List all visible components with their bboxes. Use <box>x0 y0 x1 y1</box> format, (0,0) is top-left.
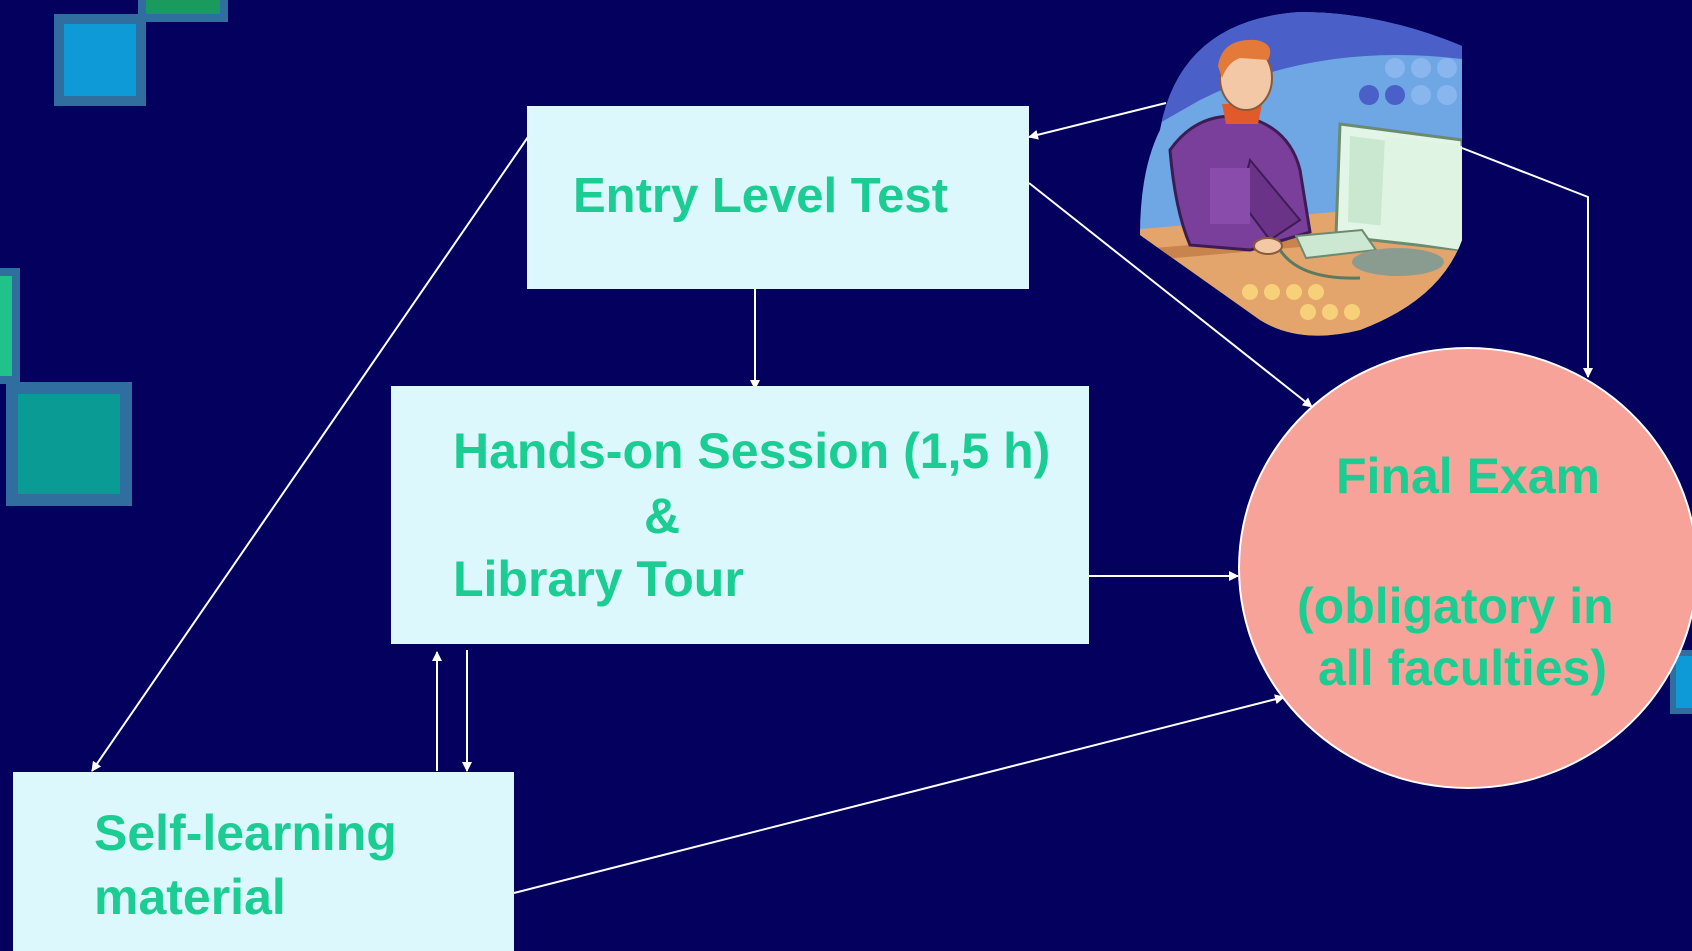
decor-square-green-left <box>0 268 20 384</box>
decor-square-blue <box>54 14 146 106</box>
library-tour-label: Library Tour <box>453 551 744 607</box>
edge-clipart-to-entry-test <box>1028 102 1167 140</box>
decor-square-blue-right <box>1670 650 1692 714</box>
entry-level-test-label: Entry Level Test <box>573 169 948 223</box>
hands-on-session-box: Hands-on Session (1,5 h) & Library Tour <box>391 386 1089 644</box>
hands-on-session-label: Hands-on Session (1,5 h) <box>453 423 1051 479</box>
decor-square-green <box>138 0 228 22</box>
obligatory-label: (obligatory in <box>1297 578 1614 634</box>
self-learning-label: Self-learning <box>94 805 397 861</box>
all-faculties-label: all faculties) <box>1318 640 1607 696</box>
final-exam-label: Final Exam <box>1336 448 1600 504</box>
entry-level-test-box: Entry Level Test <box>527 106 1029 289</box>
material-label: material <box>94 869 286 925</box>
ampersand-label: & <box>644 488 681 544</box>
final-exam-circle: Final Exam (obligatory in all faculties) <box>1238 347 1692 789</box>
edge-entry-to-final-exam <box>1028 182 1313 408</box>
self-learning-material-box: Self-learning material <box>13 772 514 951</box>
edge-clipart-to-final-exam <box>1461 147 1593 378</box>
decor-square-teal <box>6 382 132 506</box>
edge-self-learning-to-final-exam <box>513 694 1285 894</box>
